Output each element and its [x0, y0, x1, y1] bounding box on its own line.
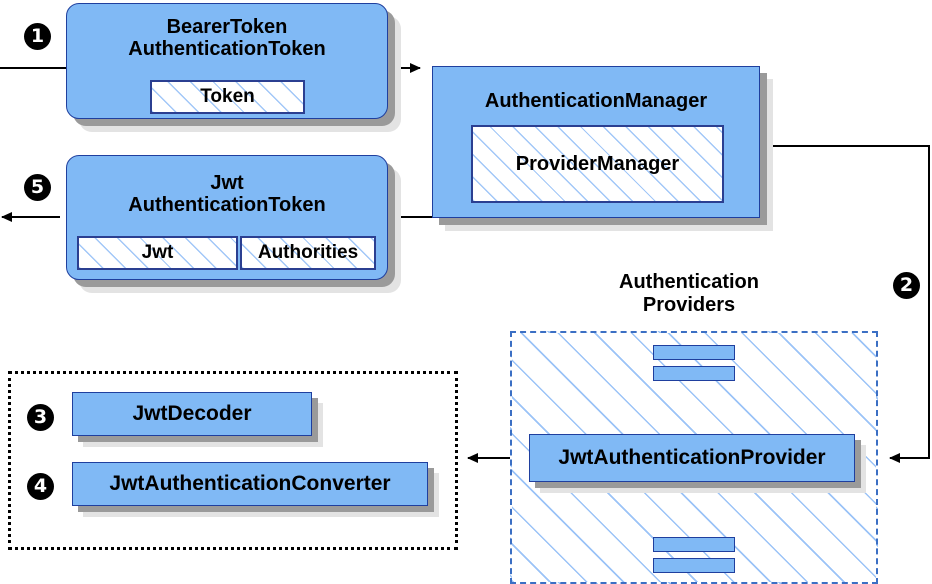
provider-placeholder-bar-1 [653, 345, 735, 360]
jwt-authentication-provider[interactable]: JwtAuthenticationProvider [529, 434, 855, 482]
authentication-providers-caption-line1: Authentication [619, 271, 759, 293]
provider-placeholder-bar-3 [653, 537, 735, 552]
jwt-authentication-converter[interactable]: JwtAuthenticationConverter [72, 462, 428, 506]
step-bullet-5: 5 [24, 174, 51, 201]
jwt-field-label: Jwt [141, 242, 174, 263]
authorities-field[interactable]: Authorities [240, 236, 376, 270]
authentication-providers-caption-line2: Providers [642, 294, 736, 316]
jwt-authentication-provider-label: JwtAuthenticationProvider [558, 446, 826, 469]
bearer-token-title-line1: BearerToken [166, 15, 288, 38]
jwt-authentication-converter-label: JwtAuthenticationConverter [109, 472, 391, 495]
provider-manager-field-label: ProviderManager [515, 152, 680, 175]
provider-manager-field[interactable]: ProviderManager [471, 125, 724, 203]
step-bullet-1: 1 [24, 23, 51, 50]
jwt-token-title-line1: Jwt [210, 171, 244, 194]
bearer-token-authentication-token[interactable]: BearerToken AuthenticationToken Token [66, 3, 388, 119]
step-bullet-2: 2 [893, 272, 920, 299]
bearer-token-title: BearerToken AuthenticationToken [67, 10, 387, 66]
provider-placeholder-bar-4 [653, 558, 735, 573]
step-bullet-3: 3 [27, 404, 54, 431]
token-field-label: Token [200, 86, 255, 107]
authentication-manager-title-label: AuthenticationManager [484, 89, 708, 112]
bearer-token-title-line2: AuthenticationToken [128, 38, 326, 60]
connector-manager-to-provider [760, 145, 930, 463]
token-field[interactable]: Token [150, 80, 305, 114]
provider-placeholder-bar-2 [653, 366, 735, 381]
authentication-manager[interactable]: AuthenticationManager ProviderManager [432, 66, 760, 218]
jwt-decoder-label: JwtDecoder [132, 402, 252, 425]
authentication-manager-title: AuthenticationManager [433, 87, 759, 115]
authorities-field-label: Authorities [257, 242, 359, 263]
step-bullet-4: 4 [27, 473, 54, 500]
jwt-decoder[interactable]: JwtDecoder [72, 392, 312, 436]
jwt-support-box [8, 371, 458, 550]
jwt-field[interactable]: Jwt [77, 236, 238, 270]
authentication-providers-caption: Authentication Providers [566, 266, 812, 322]
jwt-token-title: Jwt AuthenticationToken [67, 166, 387, 222]
jwt-authentication-token[interactable]: Jwt AuthenticationToken Jwt Authorities [66, 155, 388, 280]
jwt-token-title-line2: AuthenticationToken [128, 194, 326, 216]
